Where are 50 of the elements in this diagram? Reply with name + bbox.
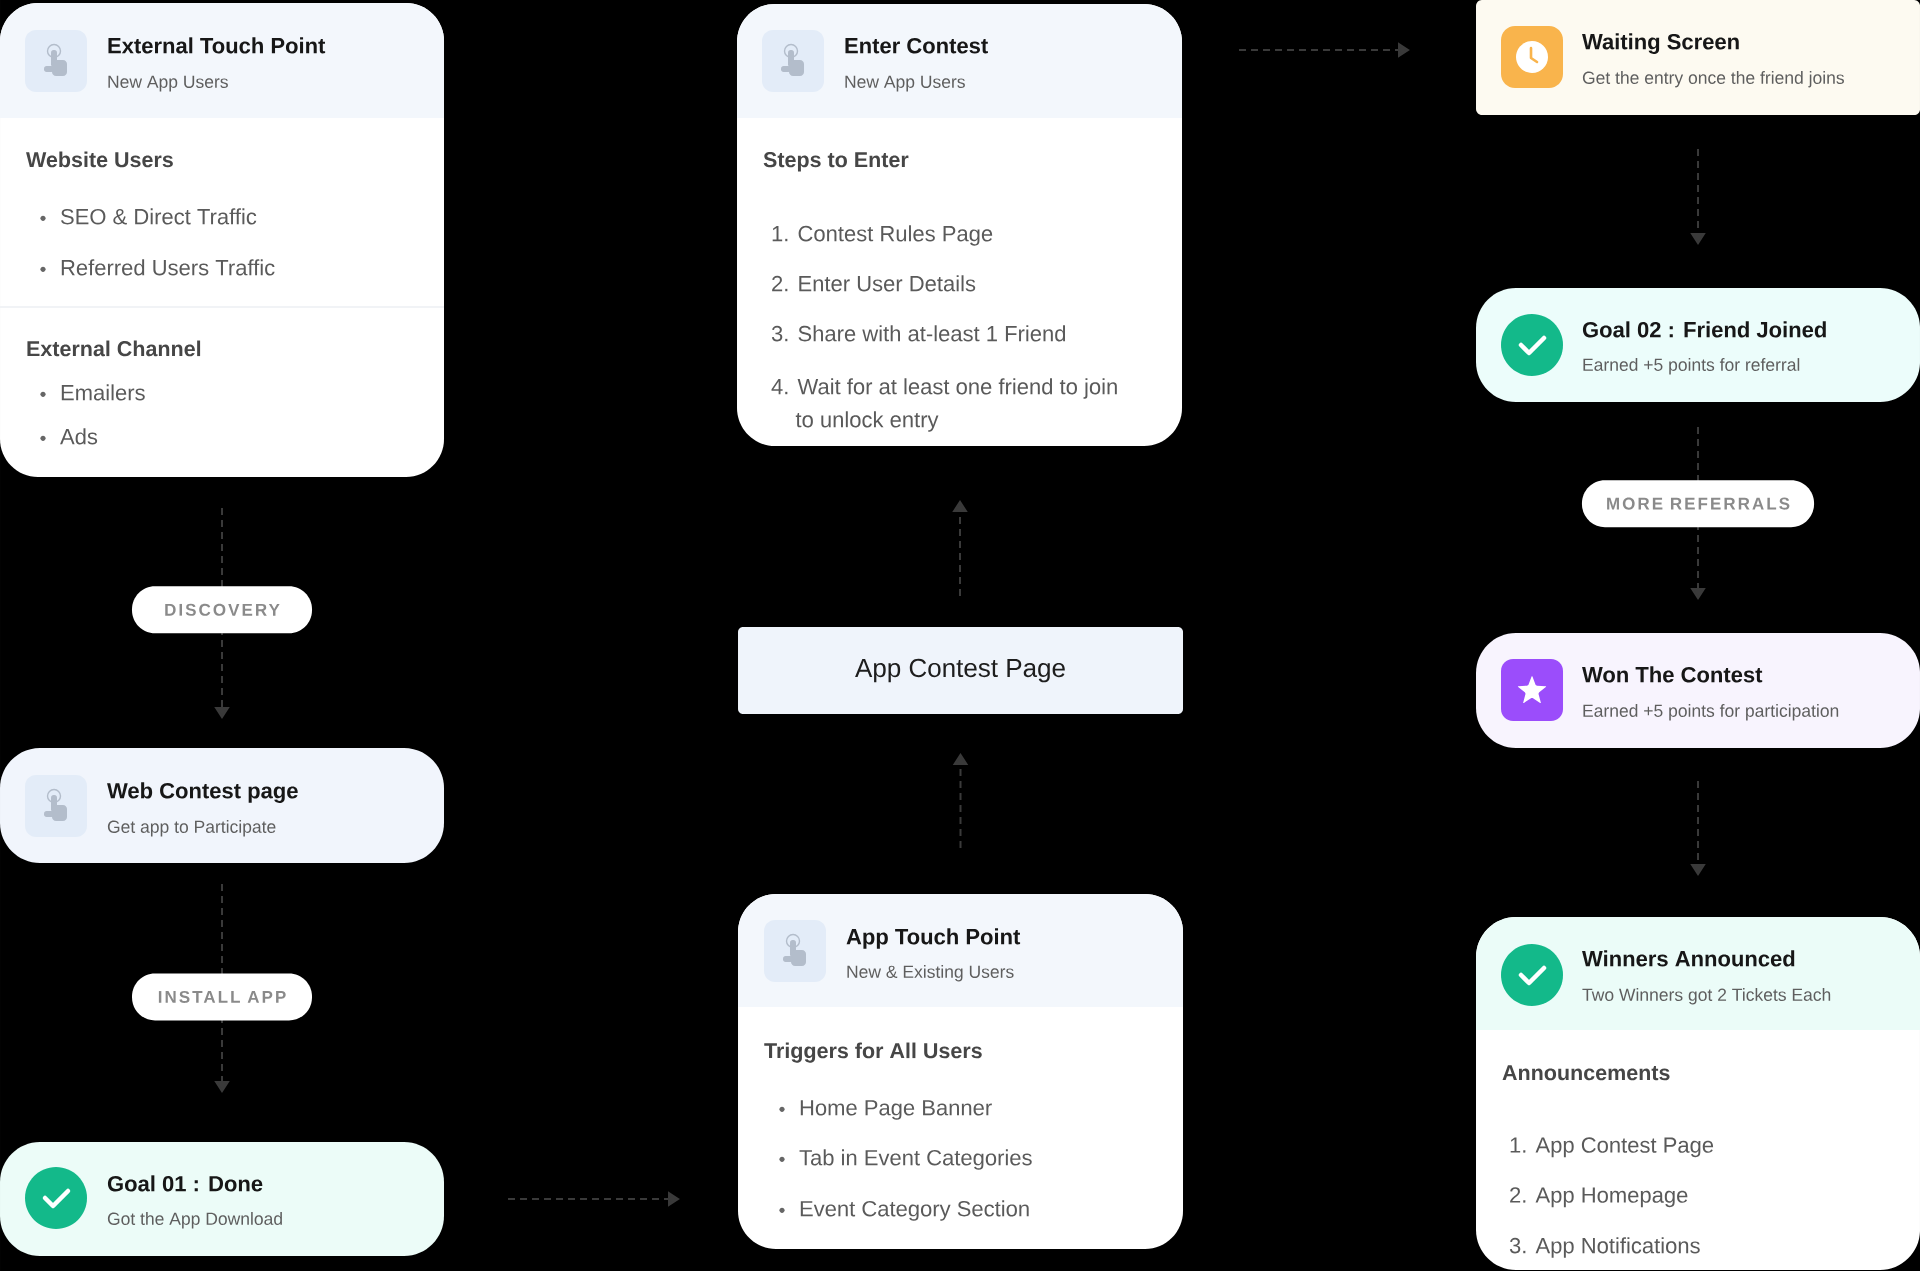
card-subtitle: Earned +5 points for referral <box>1583 358 1800 375</box>
section-heading: Triggers for All Users <box>764 1042 982 1063</box>
card-title: App Touch Point <box>846 928 1021 949</box>
step-card <box>737 4 1182 446</box>
list-item: 4. Wait for at least one friend to join to unlock entry <box>771 378 1117 432</box>
card-subtitle: New & Existing Users <box>847 965 1014 982</box>
step-card <box>0 3 445 477</box>
section-heading: External Channel <box>27 340 201 357</box>
card-subtitle: Earned +5 points for participation <box>1583 704 1839 721</box>
card-title: Winners Announced <box>1582 950 1795 967</box>
list-item: Referred Users Traffic <box>61 259 275 276</box>
card-subtitle: Two Winners got 2 Tickets Each <box>1582 988 1831 1005</box>
step-card <box>0 748 444 863</box>
list-item: Tab in Event Categories <box>799 1149 1032 1170</box>
card-subtitle: New App Users <box>108 75 228 92</box>
card-title: Web Contest page <box>107 782 298 803</box>
section-heading: Announcements <box>1502 1065 1670 1081</box>
list-item: Event Category Section <box>800 1200 1029 1221</box>
card-subtitle: Get the entry once the friend joins <box>1582 71 1844 88</box>
list-item: 2. App Homepage <box>1510 1187 1688 1208</box>
list-item: 3. App Notifications <box>1509 1237 1700 1258</box>
card-title: Won The Contest <box>1582 666 1763 683</box>
card-title: Enter Contest <box>845 37 988 54</box>
step-card <box>738 894 1183 1249</box>
step-card <box>1476 917 1920 1270</box>
page-box: App Contest Page <box>738 627 1183 714</box>
card-subtitle: Got the App Download <box>107 1212 282 1229</box>
step-card <box>1476 288 1920 402</box>
section-heading: Steps to Enter <box>763 152 909 172</box>
list-item: 2. Enter User Details <box>772 275 976 292</box>
card-subtitle: Get app to Participate <box>107 820 276 837</box>
step-card <box>0 1142 444 1256</box>
card-title: Goal 02 : Friend Joined <box>1582 321 1826 338</box>
edge-label: MORE REFERRALS <box>1581 480 1815 528</box>
list-item: Emailers <box>61 384 145 401</box>
list-item: 1. App Contest Page <box>1510 1137 1714 1158</box>
list-item: SEO & Direct Traffic <box>61 208 257 225</box>
card-title: Waiting Screen <box>1582 33 1739 54</box>
edge-label: INSTALL APP <box>132 973 312 1021</box>
list-item: Ads <box>60 428 98 445</box>
list-item: 3. Share with at-least 1 Friend <box>771 325 1066 342</box>
list-item: 1. Contest Rules Page <box>772 225 993 246</box>
step-card <box>1476 633 1920 748</box>
card-subtitle: New App Users <box>845 75 965 92</box>
edge-label: DISCOVERY <box>132 586 312 634</box>
card-title: External Touch Point <box>108 37 326 54</box>
step-card <box>1476 0 1920 115</box>
card-title: Goal 01 : Done <box>107 1175 263 1192</box>
section-heading: Website Users <box>26 151 173 168</box>
list-item: Home Page Banner <box>800 1100 992 1120</box>
